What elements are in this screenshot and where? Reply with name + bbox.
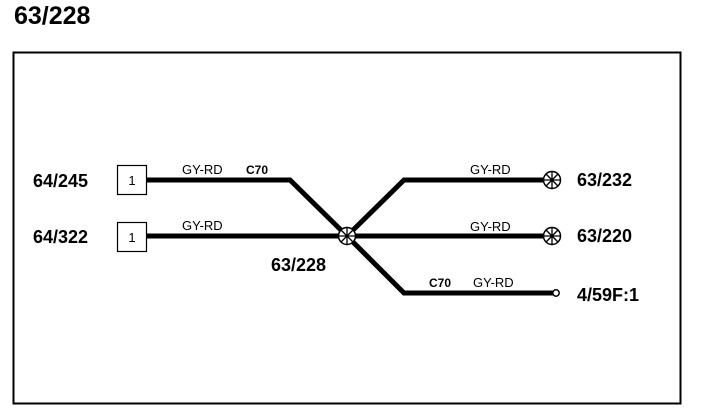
wire-63-232: [345, 177, 544, 238]
wire-color-label: GY-RD: [182, 218, 223, 233]
splice-terminal-63-220: [542, 226, 562, 246]
wire-64-245: [147, 177, 349, 238]
connector-label: 64/322: [33, 227, 88, 247]
pin-number: 1: [128, 173, 135, 188]
wire-marker-label: C70: [246, 163, 268, 177]
pin-box: [116, 221, 148, 253]
wire-color-label: GY-RD: [470, 219, 511, 234]
connector-label: 63/220: [577, 226, 632, 246]
terminal-4-59f-pin: [552, 289, 560, 297]
wire-marker-label: C70: [429, 276, 451, 290]
wire-color-label: GY-RD: [470, 162, 511, 177]
splice-label: 63/228: [271, 255, 326, 275]
connector-64-245: 1 64/245: [33, 164, 148, 196]
wires: [147, 177, 553, 296]
pin-number: 1: [128, 230, 135, 245]
splice-terminal-63-232: [542, 170, 562, 190]
page-title: 63/228: [14, 2, 91, 30]
wire-4-59f: [345, 234, 553, 296]
pin-box: [116, 164, 148, 196]
connector-label: 64/245: [33, 171, 88, 191]
splice-symbol: [337, 226, 357, 246]
connector-label: 4/59F:1: [577, 285, 639, 305]
connector-64-322: 1 64/322: [33, 221, 148, 253]
wire-color-label: GY-RD: [473, 275, 514, 290]
connector-label: 63/232: [577, 170, 632, 190]
diagram-frame: [12, 51, 682, 405]
wire-color-label: GY-RD: [182, 162, 223, 177]
